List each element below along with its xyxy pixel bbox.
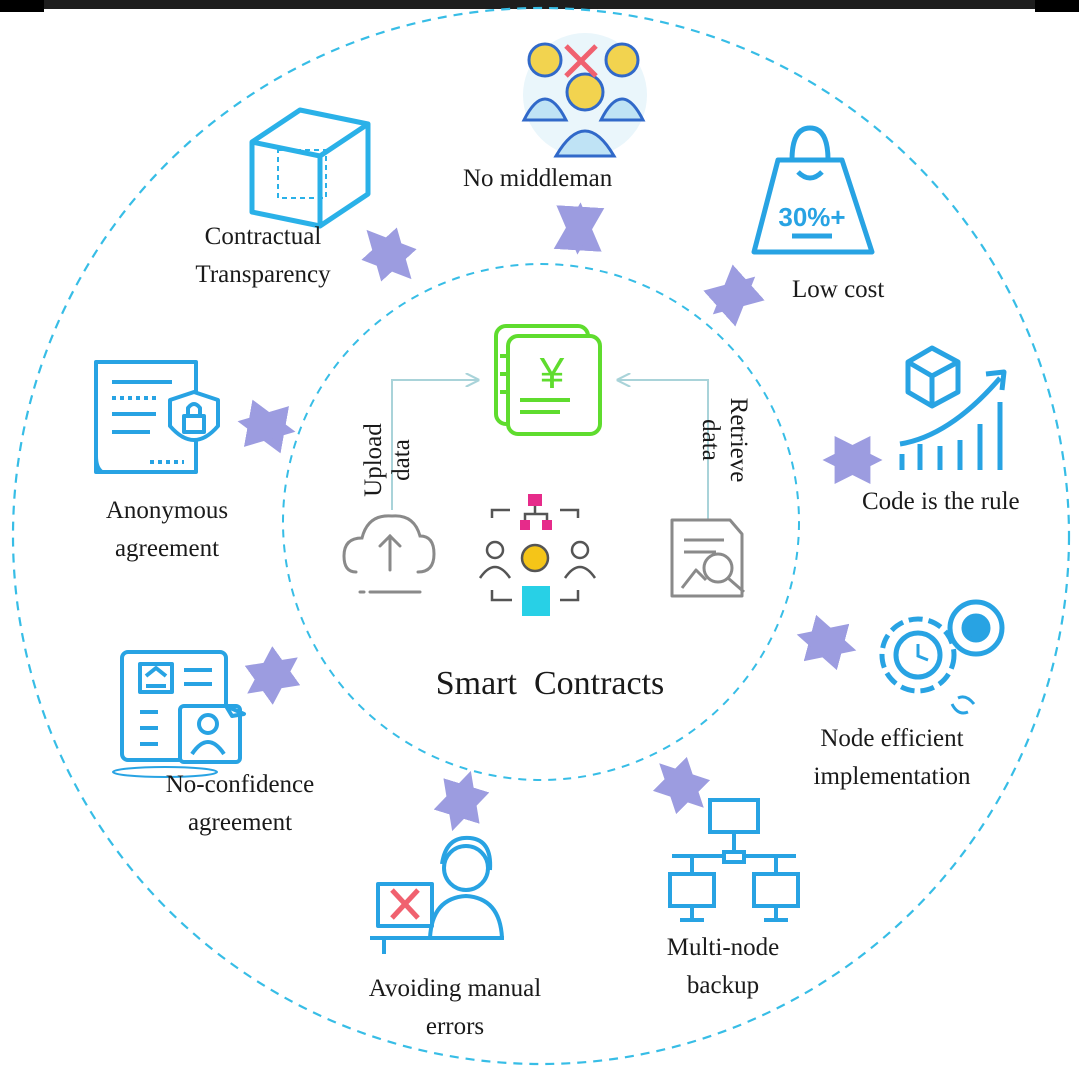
- upload-line: [391, 380, 478, 510]
- manual-errors-person-icon: [370, 835, 504, 954]
- no-confidence-card-icon: [112, 650, 246, 778]
- cost-badge: 30%+: [778, 202, 845, 232]
- label-code-rule: Code is the rule: [862, 488, 1020, 515]
- yen-symbol: ¥: [539, 349, 565, 398]
- top-bar: [0, 0, 1079, 12]
- node-efficient-gears-icon: [879, 599, 1005, 715]
- smart-contracts-title: Smart Contracts: [435, 665, 665, 702]
- arrow-anonymous: [237, 399, 296, 454]
- arrow-no-confidence: [244, 646, 301, 705]
- arrow-manual-errors: [433, 770, 490, 832]
- transparency-cube-icon: [249, 107, 371, 229]
- multi-node-backup-icon: [668, 798, 800, 922]
- contract-yen-icon: ¥: [494, 324, 602, 436]
- network-people-icon: [478, 494, 597, 616]
- inner-ring: [282, 263, 800, 781]
- retrieve-line: [618, 380, 709, 520]
- outer-ring: [11, 6, 1071, 1066]
- label-no-middleman: No middleman: [463, 165, 613, 192]
- arrow-transparency: [361, 227, 417, 282]
- document-search-icon: [670, 518, 745, 598]
- arrow-no-middleman: [553, 202, 605, 255]
- label-low-cost: Low cost: [792, 276, 885, 303]
- no-middleman-icon: [521, 33, 647, 158]
- arrow-multi-node: [652, 756, 711, 815]
- anonymous-document-icon: [94, 360, 220, 474]
- arrow-node-efficient: [796, 614, 857, 671]
- low-cost-bag-icon: 30%+: [751, 125, 875, 255]
- code-rule-chart-icon: [899, 345, 1007, 470]
- cloud-upload-icon: [342, 514, 436, 594]
- arrow-low-cost: [703, 264, 765, 327]
